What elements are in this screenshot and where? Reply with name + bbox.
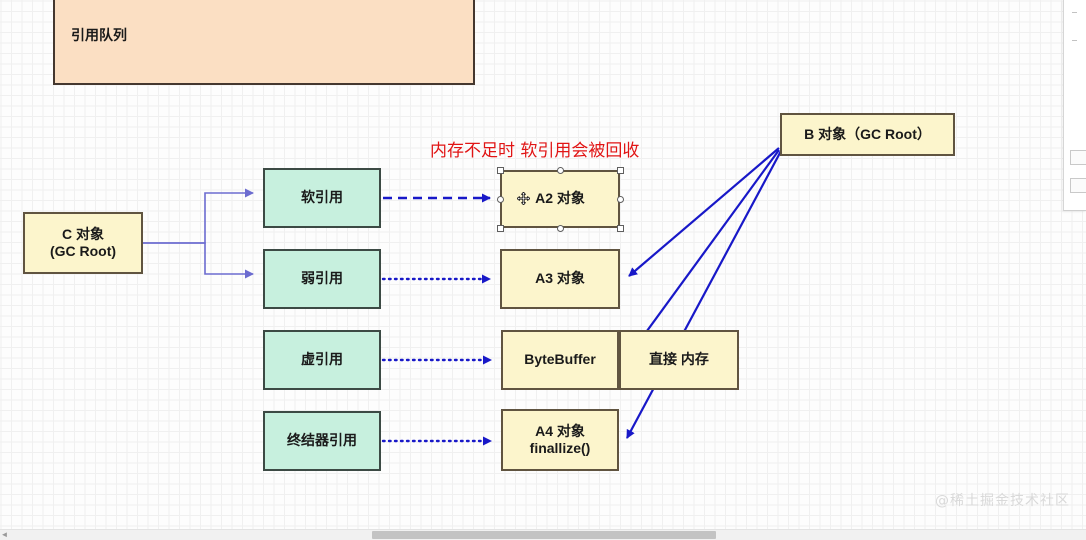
resize-handle-top-left[interactable] (497, 167, 504, 174)
node-direct-memory-label: 直接 内存 (649, 351, 709, 368)
resize-handle-bottom-left[interactable] (497, 225, 504, 232)
watermark: @稀土掘金技术社区 (935, 493, 1070, 509)
resize-handle-bottom[interactable] (557, 225, 564, 232)
resize-handle-top-right[interactable] (617, 167, 624, 174)
node-reference-queue-label: 引用队列 (71, 26, 127, 43)
node-b-object[interactable]: B 对象（GC Root） (780, 113, 955, 156)
node-finalizer-reference-label: 终结器引用 (287, 432, 357, 449)
node-phantom-reference-label: 虚引用 (301, 351, 343, 368)
node-c-object-label: C 对象 (GC Root) (49, 225, 117, 259)
horizontal-scrollbar-thumb[interactable] (372, 531, 716, 539)
resize-handle-left[interactable] (497, 196, 504, 203)
annotation-text: 内存不足时 软引用会被回收 (430, 141, 640, 161)
node-bytebuffer-label: ByteBuffer (524, 351, 596, 368)
node-weak-reference-label: 弱引用 (301, 270, 343, 287)
horizontal-scrollbar[interactable]: ◄ (0, 529, 1086, 540)
node-b-object-label: B 对象（GC Root） (804, 125, 931, 142)
node-a2-object[interactable]: A2 对象 (500, 170, 620, 228)
panel-tick-2 (1072, 40, 1077, 41)
right-side-panel[interactable] (1063, 0, 1086, 211)
node-a3-object[interactable]: A3 对象 (500, 249, 620, 309)
resize-handle-right[interactable] (617, 196, 624, 203)
node-soft-reference-label: 软引用 (301, 189, 343, 206)
edge-c-to-soft[interactable] (143, 188, 254, 244)
node-bytebuffer[interactable]: ByteBuffer (501, 330, 619, 390)
node-reference-queue[interactable]: 引用队列 (53, 0, 475, 85)
node-a4-object[interactable]: A4 对象 finallize() (501, 409, 619, 471)
node-a2-object-label: A2 对象 (535, 190, 585, 207)
annotation-soft-ref-note[interactable]: 内存不足时 软引用会被回收 (430, 136, 639, 161)
node-finalizer-reference[interactable]: 终结器引用 (263, 411, 381, 471)
scroll-left-arrow-icon[interactable]: ◄ (0, 530, 9, 539)
panel-tick-1 (1072, 12, 1077, 13)
edge-b-to-a3[interactable] (628, 147, 780, 277)
node-phantom-reference[interactable]: 虚引用 (263, 330, 381, 390)
node-a3-object-label: A3 对象 (535, 270, 585, 287)
node-direct-memory[interactable]: 直接 内存 (619, 330, 739, 390)
edge-b-to-direct-memory[interactable] (627, 149, 780, 358)
panel-control-1[interactable] (1070, 150, 1086, 165)
node-a4-object-label: A4 对象 finallize() (529, 422, 591, 456)
resize-handle-top[interactable] (557, 167, 564, 174)
resize-handle-bottom-right[interactable] (617, 225, 624, 232)
node-soft-reference[interactable]: 软引用 (263, 168, 381, 228)
panel-control-2[interactable] (1070, 178, 1086, 193)
edge-b-to-a4[interactable] (626, 150, 782, 439)
edge-c-to-weak[interactable] (143, 242, 254, 279)
node-weak-reference[interactable]: 弱引用 (263, 249, 381, 309)
node-c-object[interactable]: C 对象 (GC Root) (23, 212, 143, 274)
